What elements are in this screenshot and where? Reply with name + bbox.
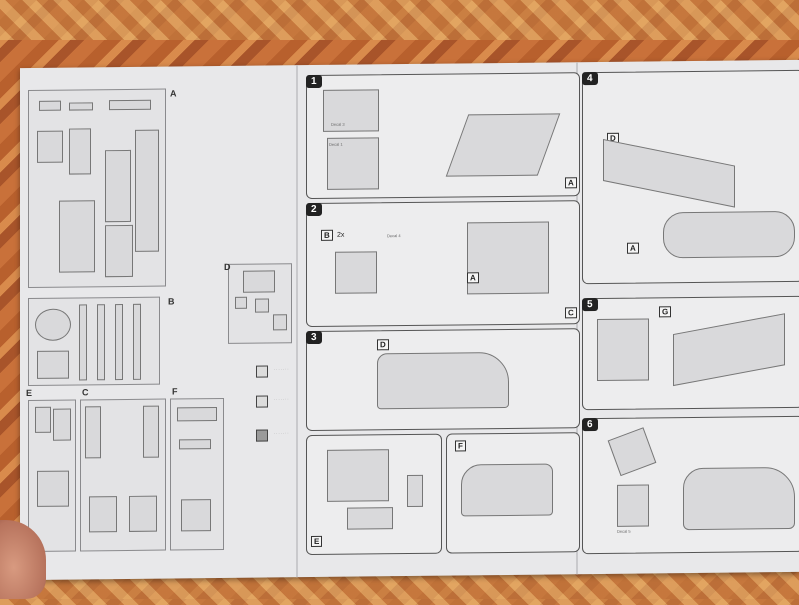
sub-assembly-label: F — [455, 440, 466, 452]
sprue-letter: F — [172, 386, 178, 397]
sprue-letter: A — [170, 88, 177, 99]
sub-assembly-label: G — [659, 306, 672, 318]
step-1-panel: 1 Decal 3 Decal 1 A — [306, 72, 580, 200]
step-5-panel: 5 G — [582, 295, 799, 411]
step-3e-panel: E — [306, 433, 442, 556]
decal-callout: Decal 4 — [387, 233, 401, 239]
step-4-panel: 4 D A — [582, 69, 799, 285]
step-number: 1 — [306, 74, 322, 89]
sub-assembly-label: A — [467, 272, 479, 284]
sprue-letter: E — [26, 387, 33, 399]
sprue-c — [80, 398, 166, 552]
sprue-a — [28, 88, 166, 288]
step-2-panel: 2 B 2x Decal 4 A C — [306, 200, 580, 328]
sub-assembly-label: B — [321, 229, 333, 241]
color-legend: . . . . . . . . . . . . . . . . . . . . … — [20, 60, 799, 442]
step-number: 5 — [582, 298, 598, 312]
multiplier: 2x — [337, 231, 345, 239]
sub-assembly-label: A — [627, 242, 639, 254]
sub-assembly-label: C — [565, 307, 577, 319]
sprue-e — [28, 399, 76, 552]
step-number: 3 — [306, 330, 322, 345]
step-number: 2 — [306, 202, 322, 217]
sub-assembly-label: D — [377, 339, 389, 351]
decal-callout: Decal 3 — [331, 121, 345, 127]
page-fold-1 — [296, 65, 298, 578]
sprue-letter: D — [224, 261, 231, 272]
sprue-letter: C — [82, 387, 89, 398]
step-3-panel: 3 D — [306, 328, 580, 432]
decal-callout: Decal 5 — [617, 528, 631, 534]
sprue-d — [228, 263, 292, 344]
step-3f-panel: F — [446, 432, 580, 554]
carpet-top — [0, 0, 799, 40]
sprue-b — [28, 296, 160, 386]
decal-callout: Decal 1 — [329, 141, 343, 147]
sprue-letter: B — [168, 296, 175, 307]
step-6-panel: 6 Decal 5 — [582, 415, 799, 555]
sprue-f — [170, 397, 224, 551]
instruction-sheet: A B D E C F . . . . . . . . . . . . . . — [20, 59, 799, 581]
step-number: 4 — [582, 72, 598, 86]
sub-assembly-label: A — [565, 177, 577, 189]
sub-assembly-label: E — [311, 535, 323, 548]
step-number: 6 — [582, 418, 598, 432]
